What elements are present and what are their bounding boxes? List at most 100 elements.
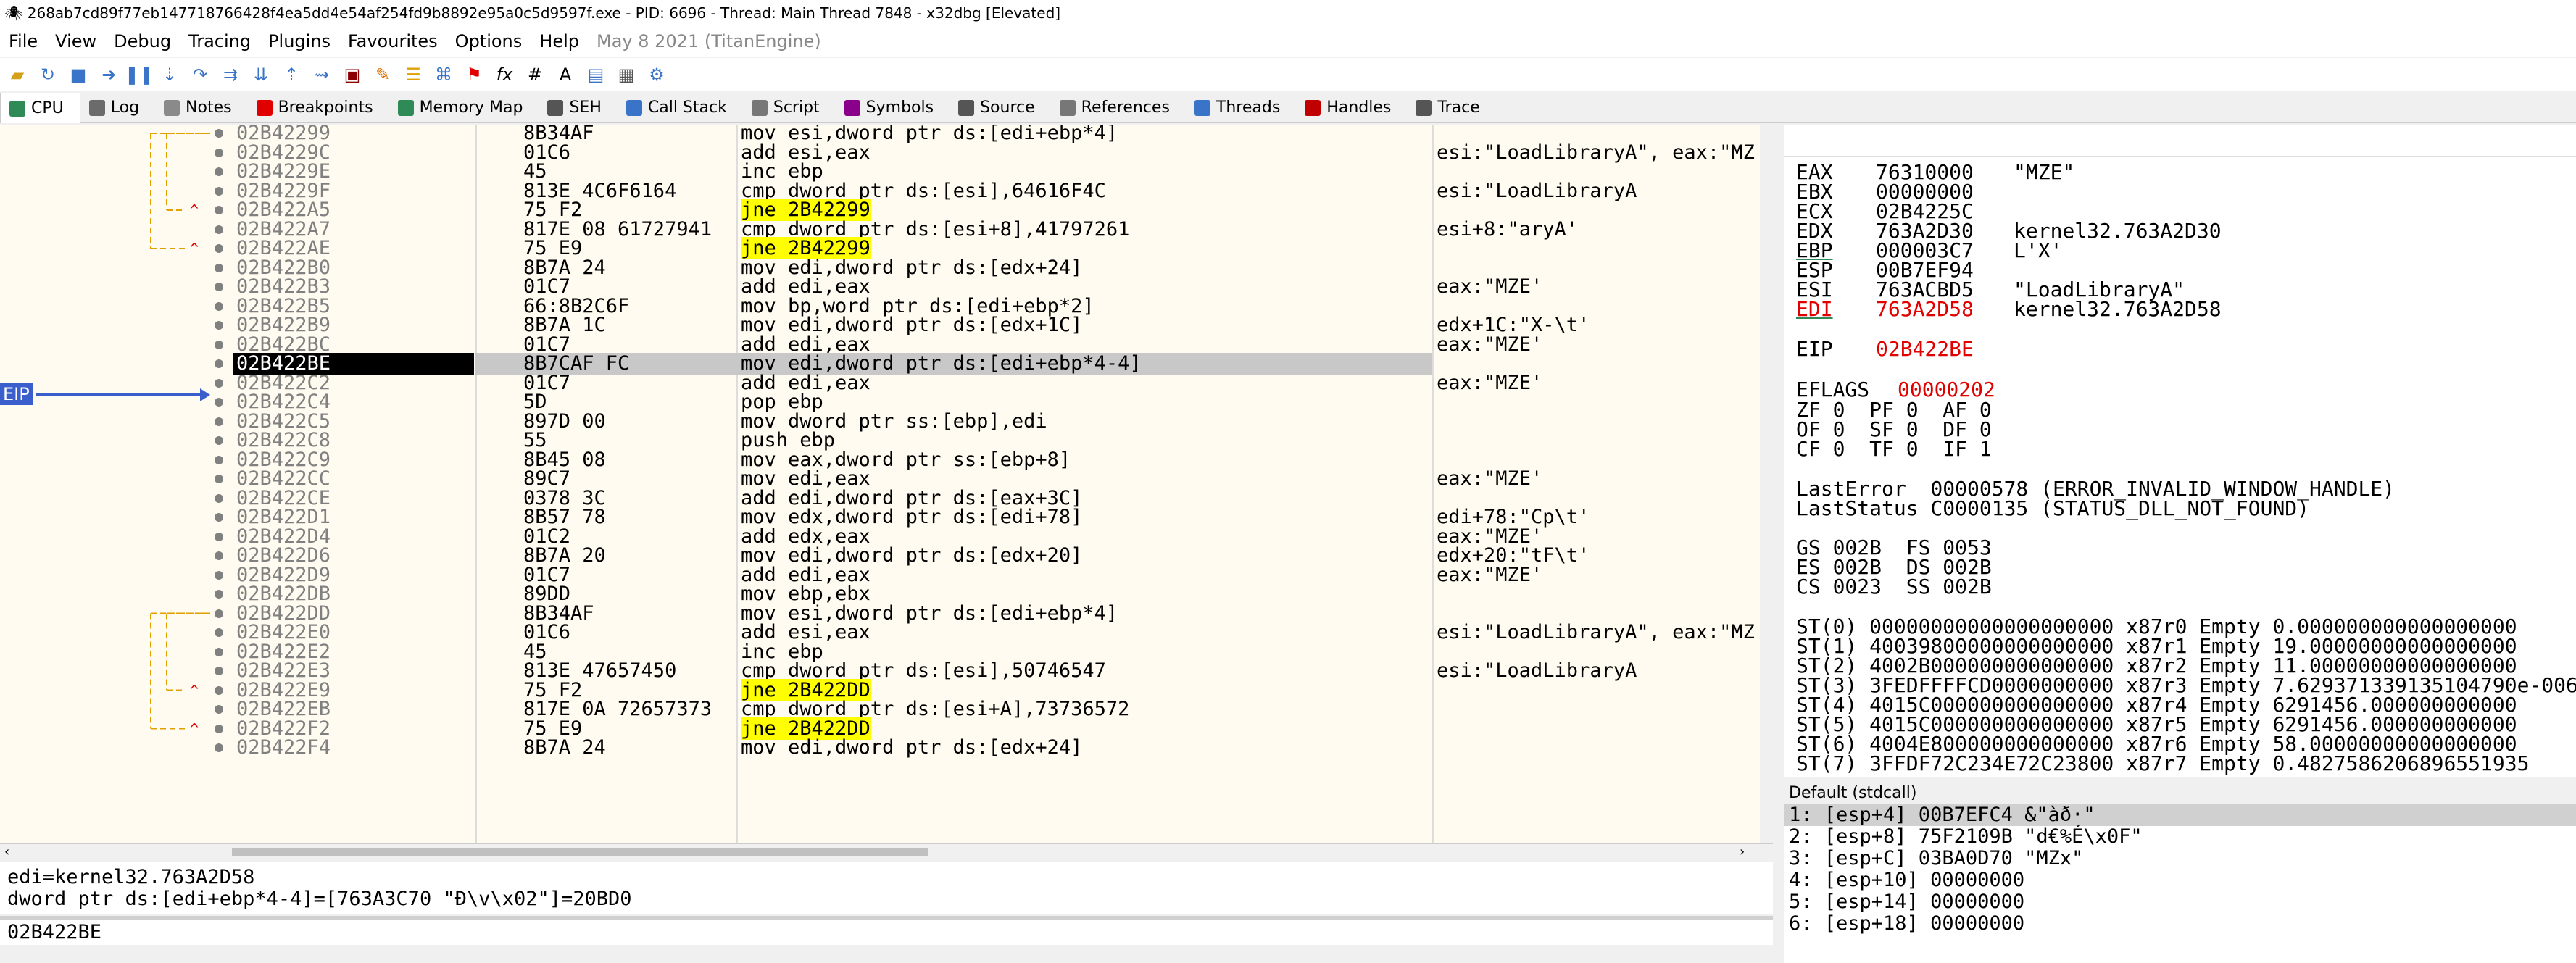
open-icon[interactable]: ▰ bbox=[10, 64, 25, 85]
breakpoint-dot[interactable] bbox=[215, 724, 223, 733]
restart-icon[interactable]: ↻ bbox=[40, 64, 56, 85]
breakpoint-dot[interactable] bbox=[215, 685, 223, 695]
breakpoint-dot[interactable] bbox=[215, 628, 223, 637]
tab-cpu[interactable]: CPU bbox=[0, 93, 80, 123]
step-into-icon[interactable]: ⇣ bbox=[162, 64, 178, 85]
functions-icon[interactable]: fx bbox=[496, 64, 513, 85]
breakpoint-dot[interactable] bbox=[215, 263, 223, 272]
disassembly-vertical-scrollbar[interactable] bbox=[1760, 125, 1773, 843]
breakpoint-dot[interactable] bbox=[215, 321, 223, 330]
menu-tracing[interactable]: Tracing bbox=[188, 31, 252, 51]
calculator-icon[interactable]: ▦ bbox=[618, 64, 635, 85]
breakpoint-dot[interactable] bbox=[215, 743, 223, 752]
stack-argument[interactable]: 2: [esp+8] 75F2109B "d€%É\x0F" bbox=[1789, 825, 2143, 848]
breakpoint-dot[interactable] bbox=[215, 705, 223, 714]
breakpoint-dot[interactable] bbox=[215, 551, 223, 560]
bookmarks-icon[interactable]: ⚑ bbox=[466, 64, 482, 85]
breakpoint-dot[interactable] bbox=[215, 225, 223, 234]
stack-argument[interactable]: 4: [esp+10] 00000000 bbox=[1789, 869, 2025, 891]
tab-references[interactable]: References bbox=[1051, 93, 1186, 123]
breakpoint-dot[interactable] bbox=[215, 398, 223, 407]
disassembly-horizontal-scrollbar[interactable]: ‹ › bbox=[0, 843, 1773, 861]
tab-memory-map[interactable]: Memory Map bbox=[389, 93, 539, 123]
breakpoint-dot[interactable] bbox=[215, 167, 223, 176]
stop-icon[interactable]: ■ bbox=[70, 64, 87, 85]
breakpoint-dot[interactable] bbox=[215, 186, 223, 196]
menu-plugins[interactable]: Plugins bbox=[268, 31, 331, 51]
tab-trace[interactable]: Trace bbox=[1407, 93, 1495, 123]
breakpoint-dot[interactable] bbox=[215, 436, 223, 445]
callstack-header[interactable]: Default (stdcall) bbox=[1784, 783, 2576, 804]
breakpoint-dot[interactable] bbox=[215, 570, 223, 580]
menu-options[interactable]: Options bbox=[454, 31, 523, 51]
patch-icon[interactable]: ✎ bbox=[375, 64, 391, 85]
stack-argument[interactable]: 6: [esp+18] 00000000 bbox=[1789, 912, 2025, 935]
breakpoint-dot[interactable] bbox=[215, 301, 223, 311]
font-icon[interactable]: A bbox=[559, 64, 572, 85]
breakpoint-dot[interactable] bbox=[215, 340, 223, 349]
step-over-icon[interactable]: ↷ bbox=[192, 64, 208, 85]
breakpoint-dot[interactable] bbox=[215, 667, 223, 675]
breakpoint-dot[interactable] bbox=[215, 475, 223, 483]
stack-argument[interactable]: 1: [esp+4] 00B7EFC4 &"àð·" bbox=[1784, 804, 2576, 826]
tab-log[interactable]: Log bbox=[80, 93, 155, 123]
tab-script[interactable]: Script bbox=[743, 93, 836, 123]
address-bar[interactable]: 02B422BE bbox=[0, 916, 1773, 945]
menu-favourites[interactable]: Favourites bbox=[348, 31, 438, 51]
stack-arguments-panel[interactable]: 1: [esp+4] 00B7EFC4 &"àð·"2: [esp+8] 75F… bbox=[1784, 804, 2576, 963]
stack-argument[interactable]: 5: [esp+14] 00000000 bbox=[1789, 891, 2025, 913]
breakpoint-dot[interactable] bbox=[215, 455, 223, 464]
run-to-user-code-icon[interactable]: ⇝ bbox=[314, 64, 330, 85]
breakpoint-dot[interactable] bbox=[215, 513, 223, 522]
scroll-left-icon[interactable]: ‹ bbox=[4, 844, 10, 859]
scroll-thumb[interactable] bbox=[232, 848, 928, 856]
hash-icon[interactable]: # bbox=[527, 64, 543, 85]
menu-help[interactable]: Help bbox=[539, 31, 579, 51]
menu-file[interactable]: File bbox=[9, 31, 38, 51]
breakpoint-dot[interactable] bbox=[215, 378, 223, 388]
breakpoint-dot[interactable] bbox=[215, 206, 223, 214]
menu-view[interactable]: View bbox=[55, 31, 97, 51]
strings-icon[interactable]: ▤ bbox=[587, 64, 604, 85]
tab-breakpoints[interactable]: Breakpoints bbox=[248, 93, 389, 123]
trace-into-icon[interactable]: ⇉ bbox=[223, 64, 238, 85]
tab-symbols[interactable]: Symbols bbox=[836, 93, 950, 123]
tab-seh[interactable]: SEH bbox=[539, 93, 617, 123]
tab-handles[interactable]: Handles bbox=[1296, 93, 1407, 123]
breakpoint-dot[interactable] bbox=[215, 129, 223, 138]
run-icon[interactable]: ➜ bbox=[101, 64, 117, 85]
breakpoint-dot[interactable] bbox=[215, 590, 223, 599]
breakpoint-dot[interactable] bbox=[215, 244, 223, 253]
breakpoint-dot[interactable] bbox=[215, 493, 223, 503]
breakpoint-dot[interactable] bbox=[215, 148, 223, 157]
trace-over-icon[interactable]: ⇊ bbox=[253, 64, 269, 85]
tab-threads[interactable]: Threads bbox=[1186, 93, 1296, 123]
breakpoint-dot[interactable] bbox=[215, 532, 223, 541]
pause-icon[interactable]: ❚❚ bbox=[124, 64, 154, 85]
